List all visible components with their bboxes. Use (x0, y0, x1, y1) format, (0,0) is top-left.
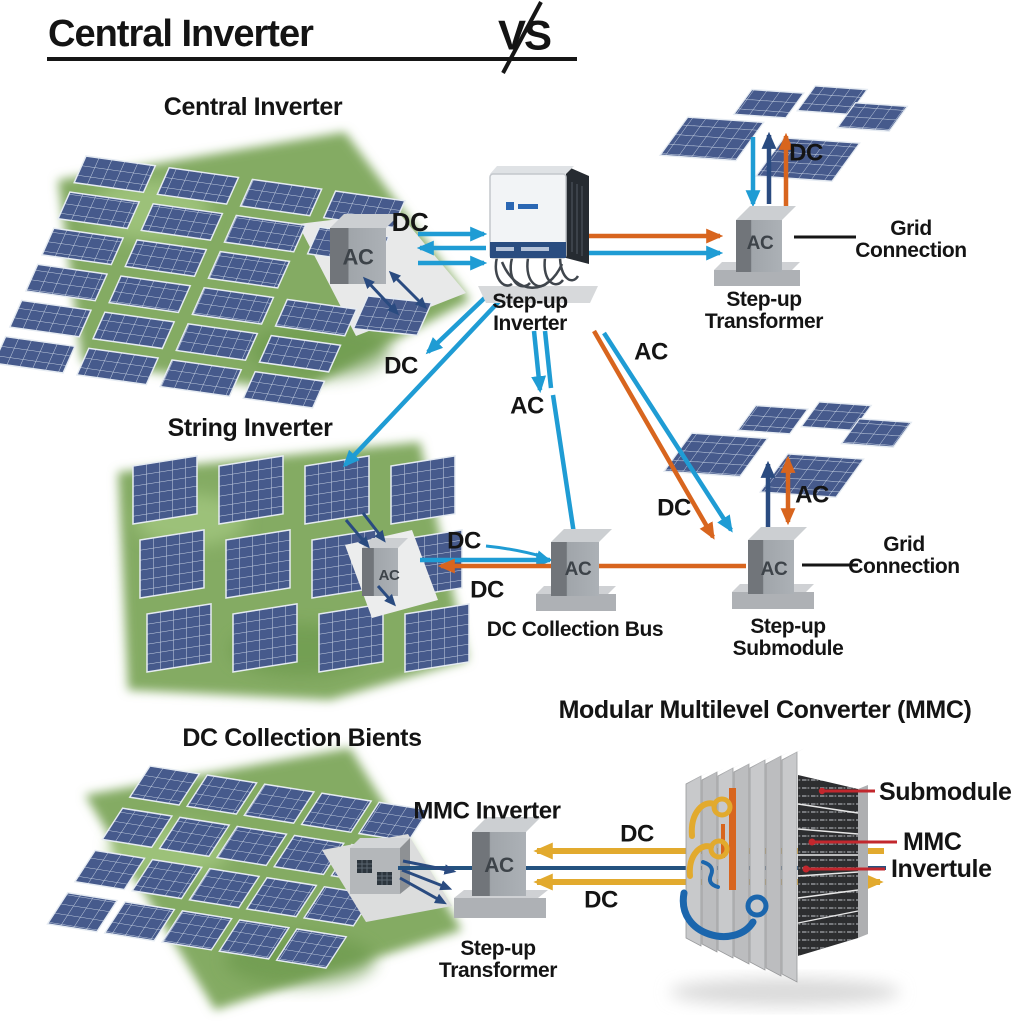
dc-label-upper: DC (620, 820, 654, 848)
grid-connection-label-top: Grid Connection (855, 216, 967, 262)
string-farm (118, 442, 470, 700)
string-farm-ac-label: AC (378, 567, 400, 585)
dc-label-diagonal: DC (384, 352, 418, 380)
dc-label-to-bus: DC (447, 527, 481, 555)
inverter-logo-icon (506, 202, 514, 210)
callout-lines (802, 787, 897, 873)
callout-submodule: Submodule (879, 777, 1012, 806)
step-up-submodule-label: Step-up Submodule (732, 614, 844, 660)
central-farm-ac-box (330, 214, 400, 284)
dc-collection-bus-box (536, 529, 616, 611)
page-title: Central Inverter (48, 12, 314, 55)
dc-label-lower: DC (584, 886, 618, 914)
mmc-farm-building (350, 838, 410, 894)
mmc-farm (46, 748, 462, 1010)
central-section-label: Central Inverter (163, 92, 343, 121)
step-up-inverter-label: Step-up Inverter (492, 289, 568, 335)
dc-label-to-submodule: DC (657, 494, 691, 522)
dc-label-from-bus: DC (470, 576, 504, 604)
ac-label-diagonal: AC (634, 338, 668, 366)
ac-label-down: AC (510, 392, 544, 420)
mmc-farm-label: DC Collection Bients (182, 723, 422, 752)
step-up-transformer-label: Step-up Transformer (704, 287, 824, 333)
dc-label-central-farm: DC (391, 207, 429, 238)
mmc-transformer-label: Step-up Transformer (438, 936, 558, 982)
mmc-inverter-ac-box (454, 817, 548, 918)
ac-label-vertical: AC (795, 481, 829, 509)
dc-collection-bus-label: DC Collection Bus (486, 617, 664, 641)
mmc-rack (670, 748, 900, 1006)
callout-mmc: MMC (903, 827, 962, 856)
panel-cluster-top (658, 85, 909, 183)
submodule-ac-label: AC (760, 558, 788, 580)
central-farm (0, 132, 470, 409)
dc-label-top-panels: DC (789, 139, 823, 167)
string-section-label: String Inverter (167, 413, 333, 442)
callout-invertule: Invertule (891, 854, 992, 883)
grid-connection-label-middle: Grid Connection (848, 532, 960, 578)
mmc-section-title: Modular Multilevel Converter (MMC) (558, 695, 972, 724)
central-farm-ac-label: AC (342, 244, 374, 270)
step-up-transformer-box (714, 206, 800, 286)
mmc-ac-label: AC (484, 853, 514, 877)
step-up-inverter-device (478, 166, 598, 303)
vs-label: VS (497, 11, 552, 59)
transformer-ac-label: AC (746, 232, 774, 254)
string-farm-ac-box (362, 538, 408, 596)
title-underline (47, 57, 577, 61)
step-up-submodule-box (732, 527, 814, 609)
bus-ac-label: AC (564, 558, 592, 580)
mmc-inverter-label: MMC Inverter (413, 797, 561, 825)
